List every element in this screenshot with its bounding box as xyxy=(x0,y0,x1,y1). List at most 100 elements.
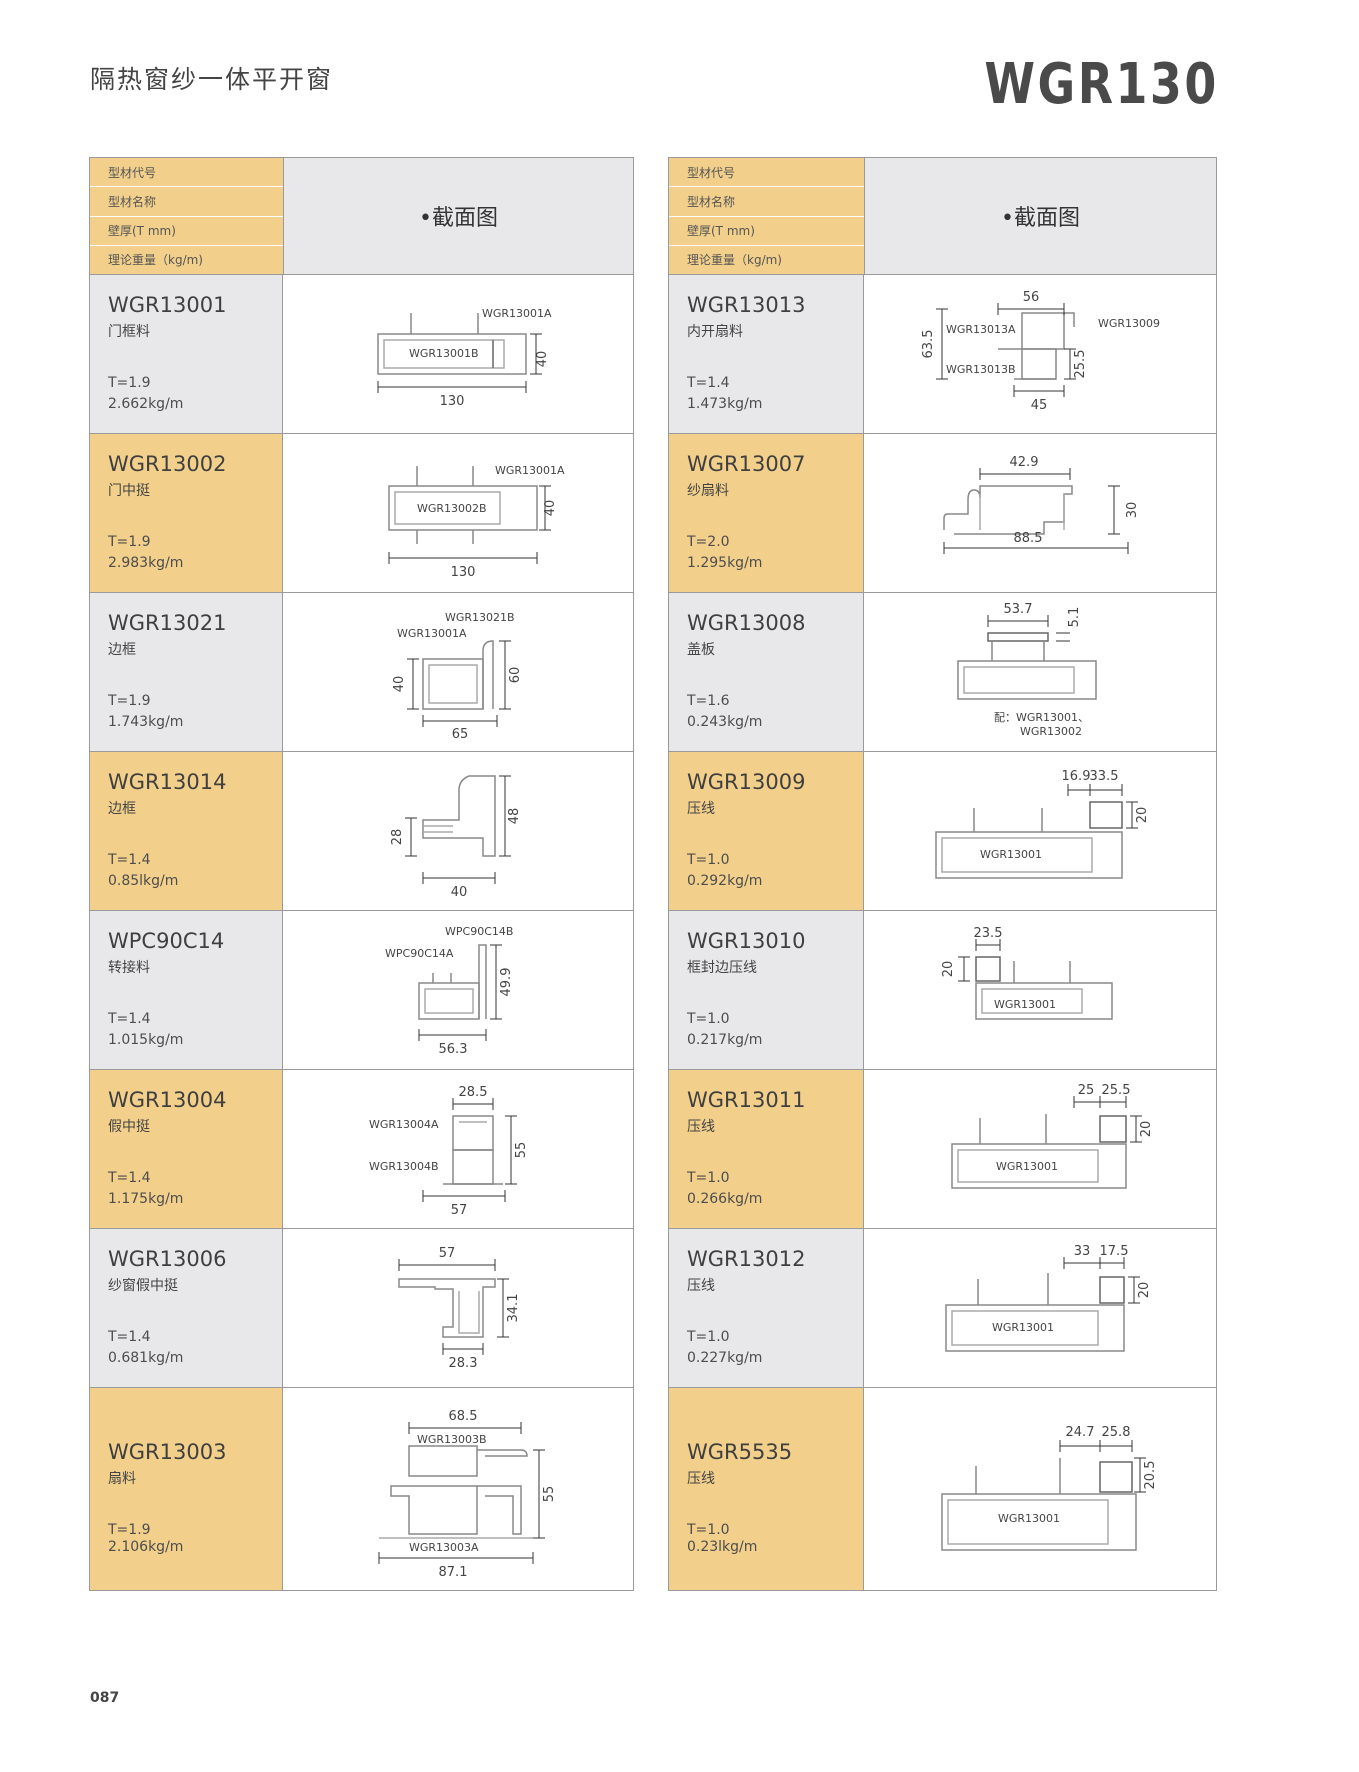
dimension-label: 20 xyxy=(1135,807,1150,824)
profile-thickness: T=1.9 xyxy=(108,534,151,550)
dimension-label: 53.7 xyxy=(1004,602,1033,617)
profile-section-svg: 28.5 57 55 WGR13004A WGR13004B xyxy=(369,1085,529,1218)
profile-name: 纱窗假中挺 xyxy=(108,1278,178,1294)
header-thickness-key: 壁厚(T mm) xyxy=(669,216,864,246)
dimension-label: 20 xyxy=(941,961,956,978)
dimension-label: 40 xyxy=(543,500,558,517)
dimension-label: 25 xyxy=(1078,1083,1095,1098)
dimension-label: 20.5 xyxy=(1143,1461,1158,1490)
profile-thickness: T=1.4 xyxy=(108,1170,151,1186)
profile-weight: 0.85lkg/m xyxy=(108,873,179,889)
profile-thickness: T=2.0 xyxy=(687,534,730,550)
profile-weight: 2.983kg/m xyxy=(108,555,184,571)
profile-code: WGR13003 xyxy=(108,1440,227,1464)
profile-weight: 1.015kg/m xyxy=(108,1032,184,1048)
profile-name: 边框 xyxy=(108,801,136,817)
profile-section-svg: 23.5 20 WGR13001 xyxy=(941,926,1113,1020)
part-label: WGR13001 xyxy=(992,1321,1054,1334)
table-row: WGR5535 压线 T=1.0 0.23lkg/m 24.7 25.8 20.… xyxy=(669,1388,1216,1590)
dimension-label: 28.3 xyxy=(449,1356,478,1371)
profile-name: 纱扇料 xyxy=(687,483,729,499)
cross-section-drawing: 28.5 57 55 WGR13004A WGR13004B xyxy=(283,1070,633,1228)
cross-section-drawing: 40 28 48 xyxy=(283,752,633,910)
dimension-label: 57 xyxy=(451,1203,468,1218)
profile-weight: 0.681kg/m xyxy=(108,1350,184,1366)
profile-name: 转接料 xyxy=(108,960,150,976)
dimension-label: 5.1 xyxy=(1067,607,1082,628)
dimension-label: 60 xyxy=(508,667,523,684)
cross-section-drawing: 68.5 87.1 55 WGR13003B WGR13003A xyxy=(283,1388,633,1590)
dimension-label: 56 xyxy=(1023,290,1040,305)
dimension-label: 48 xyxy=(507,808,522,825)
table-row: WGR13001 门框料 T=1.9 2.662kg/m 130 40 WGR1… xyxy=(90,275,633,434)
profile-section-svg: 42.9 88.5 30 xyxy=(943,455,1140,554)
profile-code: WGR5535 xyxy=(687,1440,793,1464)
cross-section-drawing: 130 40 WGR13001A WGR13001B xyxy=(283,275,633,433)
cross-section-drawing: 130 40 WGR13001A WGR13002B xyxy=(283,434,633,592)
dimension-label: 28 xyxy=(390,829,405,846)
table-row: WPC90C14 转接料 T=1.4 1.015kg/m 56.3 49.9 W… xyxy=(90,911,633,1070)
table-row: WGR13012 压线 T=1.0 0.227kg/m 33 17.5 20 W… xyxy=(669,1229,1216,1388)
dimension-label: 57 xyxy=(439,1246,456,1261)
page-title: WGR130 xyxy=(984,52,1219,117)
profile-weight: 0.227kg/m xyxy=(687,1350,763,1366)
part-label: WGR13009 xyxy=(1098,317,1160,330)
table-header: 型材代号 型材名称 壁厚(T mm) 理论重量（kg/m) •截面图 xyxy=(669,158,1216,275)
profile-thickness: T=1.0 xyxy=(687,852,730,868)
profile-name: 假中挺 xyxy=(108,1119,150,1135)
page-number: 087 xyxy=(90,1690,120,1706)
dimension-label: 24.7 xyxy=(1066,1425,1095,1440)
table-row: WGR13021 边框 T=1.9 1.743kg/m 65 40 60 WGR… xyxy=(90,593,633,752)
page-subtitle: 隔热窗纱一体平开窗 xyxy=(90,65,334,94)
profile-section-svg: 33 17.5 20 WGR13001 xyxy=(945,1244,1152,1352)
profile-thickness: T=1.0 xyxy=(687,1011,730,1027)
part-label: WPC90C14A xyxy=(385,947,454,960)
profile-section-svg: 65 40 60 WGR13021B WGR13001A xyxy=(392,611,523,742)
dimension-label: 25.5 xyxy=(1073,350,1088,379)
part-label: WGR13001A xyxy=(495,464,565,477)
part-label: WGR13003A xyxy=(409,1541,479,1554)
part-label: WGR13001A xyxy=(482,307,552,320)
profile-weight: 1.175kg/m xyxy=(108,1191,184,1207)
profile-code: WGR13021 xyxy=(108,611,227,635)
part-label: WGR13002B xyxy=(417,502,487,515)
cross-section-drawing: 23.5 20 WGR13001 xyxy=(864,911,1216,1069)
dimension-label: 16.9 xyxy=(1062,769,1091,784)
header-weight-key: 理论重量（kg/m) xyxy=(669,245,864,274)
profile-weight: 2.106kg/m xyxy=(108,1539,184,1555)
cross-section-drawing: 33 17.5 20 WGR13001 xyxy=(864,1229,1216,1387)
dimension-label: 65 xyxy=(452,727,469,742)
table-row: WGR13009 压线 T=1.0 0.292kg/m 16.9 33.5 20… xyxy=(669,752,1216,911)
cross-section-drawing: 56.3 49.9 WPC90C14B WPC90C14A xyxy=(283,911,633,1069)
profile-name: 门中挺 xyxy=(108,483,150,499)
dimension-label: 87.1 xyxy=(439,1565,468,1580)
profile-code: WGR13011 xyxy=(687,1088,806,1112)
table-row: WGR13004 假中挺 T=1.4 1.175kg/m 28.5 57 55 … xyxy=(90,1070,633,1229)
profile-thickness: T=1.6 xyxy=(687,693,730,709)
profile-section-svg: 68.5 87.1 55 WGR13003B WGR13003A xyxy=(378,1409,557,1580)
part-label: WGR13013A xyxy=(946,323,1016,336)
dimension-label: 49.9 xyxy=(499,968,514,997)
cross-section-drawing: 16.9 33.5 20 WGR13001 xyxy=(864,752,1216,910)
profile-name: 压线 xyxy=(687,801,715,817)
profile-weight: 0.266kg/m xyxy=(687,1191,763,1207)
dimension-label: 23.5 xyxy=(974,926,1003,941)
cross-section-drawing: 56 45 63.5 25.5 WGR13013A WGR13013B WGR1… xyxy=(864,275,1216,433)
header-name-key: 型材名称 xyxy=(669,187,864,217)
part-label: WGR13004A xyxy=(369,1118,439,1131)
table-row: WGR13014 边框 T=1.4 0.85lkg/m 40 28 48 xyxy=(90,752,633,911)
profile-section-svg: 56 45 63.5 25.5 WGR13013A WGR13013B WGR1… xyxy=(921,290,1160,413)
profile-code: WGR13006 xyxy=(108,1247,227,1271)
profile-thickness: T=1.9 xyxy=(108,375,151,391)
profile-thickness: T=1.9 xyxy=(108,1522,151,1538)
dimension-label: 42.9 xyxy=(1010,455,1039,470)
dimension-label: 25.5 xyxy=(1102,1083,1131,1098)
table-row: WGR13010 框封边压线 T=1.0 0.217kg/m 23.5 20 W… xyxy=(669,911,1216,1070)
profile-code: WGR13008 xyxy=(687,611,806,635)
profile-section-svg: 53.7 5.1 配：WGR13001、 WGR13002 xyxy=(957,602,1097,738)
dimension-label: 88.5 xyxy=(1014,531,1043,546)
dimension-label: 30 xyxy=(1125,502,1140,519)
table-header: 型材代号 型材名称 壁厚(T mm) 理论重量（kg/m) •截面图 xyxy=(90,158,633,275)
dimension-label: 68.5 xyxy=(449,1409,478,1424)
profile-table-right: 型材代号 型材名称 壁厚(T mm) 理论重量（kg/m) •截面图 WGR13… xyxy=(668,157,1217,1591)
